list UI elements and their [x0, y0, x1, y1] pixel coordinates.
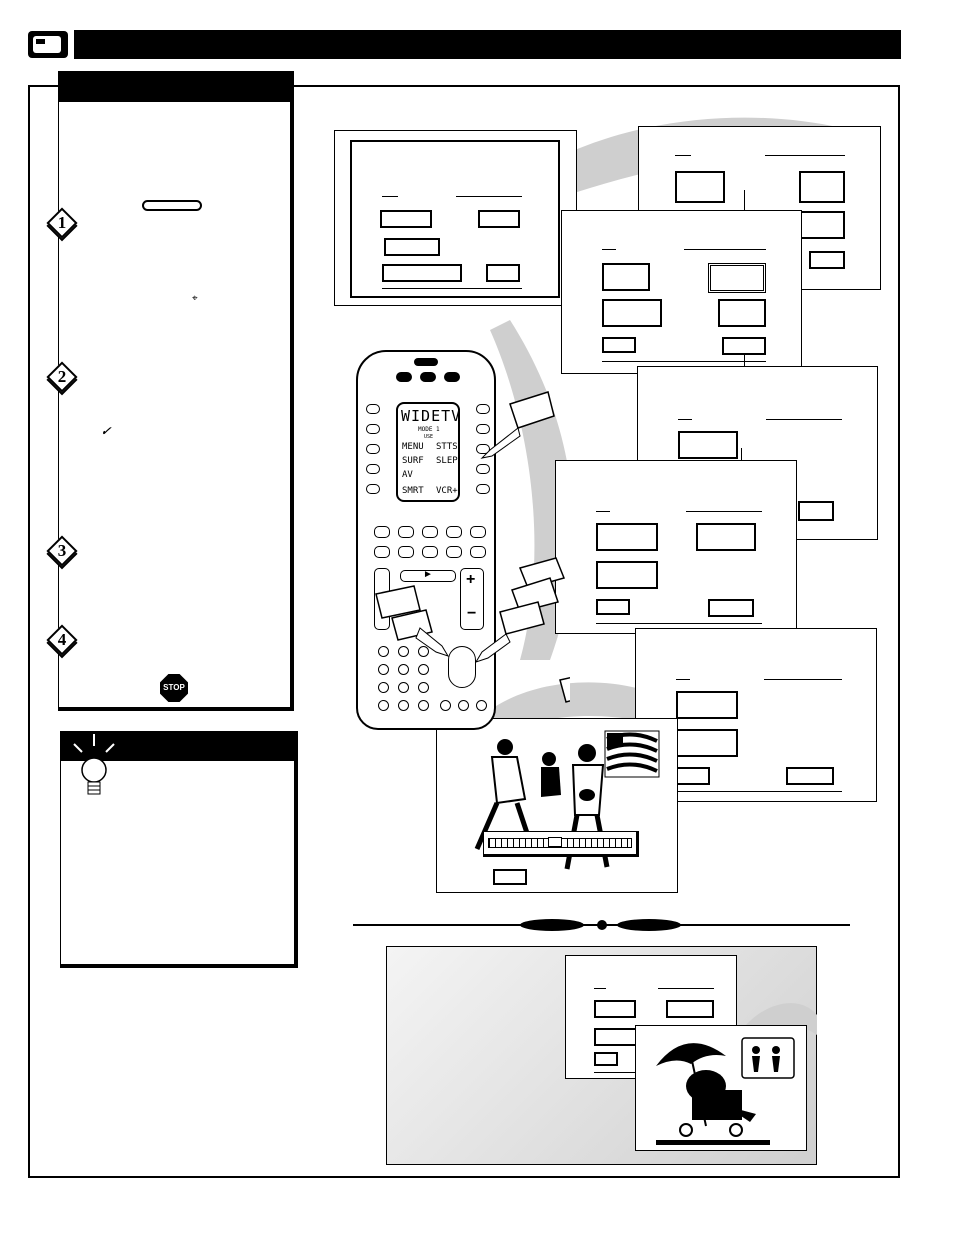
- divider-ornament-dot: [597, 920, 607, 930]
- volume-label-box: [493, 869, 527, 885]
- instruction-panel: [58, 71, 294, 711]
- lcd-slep[interactable]: SLEP: [436, 456, 458, 466]
- lcd-av[interactable]: AV: [402, 470, 413, 480]
- page-frame: [28, 85, 900, 1178]
- tip-heading: [60, 731, 296, 761]
- plus-icon: +: [466, 571, 476, 588]
- lcd-stts[interactable]: STTS: [436, 442, 458, 452]
- menu-screen-5: [555, 460, 797, 634]
- number-key[interactable]: [418, 700, 429, 711]
- remote-button[interactable]: [422, 546, 438, 558]
- lcd-title: WIDETV: [401, 407, 462, 425]
- divider-ornament-left: [520, 919, 584, 931]
- number-key[interactable]: [418, 646, 429, 657]
- instruction-heading: [58, 71, 294, 102]
- remote-button[interactable]: [398, 546, 414, 558]
- remote-side-button[interactable]: [366, 484, 380, 494]
- number-key[interactable]: [378, 682, 389, 693]
- bottom-illustration-box: [386, 946, 817, 1165]
- number-key[interactable]: [398, 646, 409, 657]
- minus-icon: −: [467, 605, 477, 622]
- play-button[interactable]: ►: [400, 569, 456, 582]
- number-key[interactable]: [476, 700, 487, 711]
- tv-picture-screen: [436, 718, 678, 893]
- number-key[interactable]: [378, 646, 389, 657]
- remote-side-button[interactable]: [476, 404, 490, 414]
- volume-bar: [483, 831, 639, 857]
- menu-screen-6: [635, 628, 877, 802]
- remote-button[interactable]: [398, 526, 414, 538]
- lightbulb-icon: [73, 734, 115, 795]
- remote-side-button[interactable]: [476, 484, 490, 494]
- pointing-hands-illustration: [375, 391, 570, 703]
- crosshair-icon: ⌖: [192, 293, 198, 304]
- number-key[interactable]: [398, 700, 409, 711]
- number-key[interactable]: [378, 700, 389, 711]
- remote-side-button[interactable]: [366, 404, 380, 414]
- lcd-smrt[interactable]: SMRT: [402, 486, 424, 496]
- remote-side-button[interactable]: [366, 424, 380, 434]
- lcd-menu[interactable]: MENU: [402, 442, 424, 452]
- remote-side-button[interactable]: [476, 444, 490, 454]
- remote-button[interactable]: [374, 526, 390, 538]
- menu-screen-main: [350, 140, 560, 298]
- tv-icon: [28, 31, 68, 58]
- number-key[interactable]: [440, 700, 451, 711]
- step-number-1: 1: [57, 213, 67, 232]
- volume-rocker[interactable]: +−: [460, 568, 484, 630]
- flow-arrow: [744, 190, 745, 210]
- remote-lcd-display: WIDETV MODE 1 USE MENU STTS SURF SLEP AV…: [396, 402, 460, 502]
- lcd-sub: USE: [424, 434, 434, 440]
- stop-icon: STOP: [160, 674, 188, 702]
- navigation-pad[interactable]: [448, 646, 476, 688]
- number-key[interactable]: [378, 664, 389, 675]
- step-number-3: 3: [57, 541, 67, 560]
- number-key[interactable]: [458, 700, 469, 711]
- remote-button[interactable]: [422, 526, 438, 538]
- remote-button[interactable]: [374, 546, 390, 558]
- remote-side-button[interactable]: [476, 424, 490, 434]
- step-number-4: 4: [57, 630, 67, 649]
- lcd-mode: MODE 1: [418, 426, 440, 433]
- remote-side-button[interactable]: [366, 464, 380, 474]
- divider-ornament-right: [617, 919, 681, 931]
- step-number-2: 2: [57, 367, 67, 386]
- number-key[interactable]: [418, 664, 429, 675]
- remote-button[interactable]: [470, 546, 486, 558]
- number-key[interactable]: [398, 664, 409, 675]
- lcd-vcr-plus[interactable]: VCR+: [436, 486, 458, 496]
- play-icon: ►: [423, 569, 433, 580]
- remote-button[interactable]: [446, 546, 462, 558]
- remote-side-button[interactable]: [366, 444, 380, 454]
- page-header-bar: [74, 30, 901, 59]
- menu-screen-3: [561, 210, 802, 374]
- bottom-picture-screen: [635, 1025, 807, 1151]
- number-key[interactable]: [398, 682, 409, 693]
- remote-button[interactable]: [446, 526, 462, 538]
- menu-button-illustration: [142, 200, 202, 211]
- remote-side-button[interactable]: [476, 464, 490, 474]
- number-key[interactable]: [418, 682, 429, 693]
- remote-button[interactable]: [470, 526, 486, 538]
- lcd-surf[interactable]: SURF: [402, 456, 424, 466]
